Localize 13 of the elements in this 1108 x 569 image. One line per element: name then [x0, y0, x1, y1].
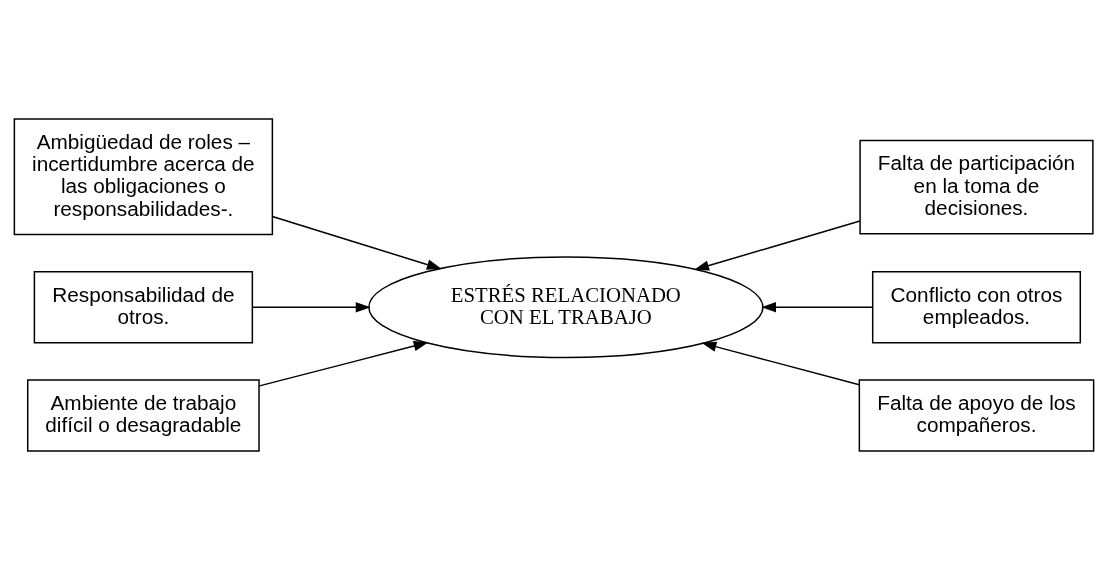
node-box: Responsabilidad de otros. — [33, 270, 254, 344]
arrow — [271, 215, 442, 270]
node-box: Conflicto con otros empleados. — [871, 270, 1081, 344]
node-box: Falta de apoyo de los compañeros. — [858, 378, 1095, 452]
node-box: Ambigüedad de roles – incertidumbre acerca de las obligaciones o responsabilidades-. — [13, 117, 274, 235]
arrow — [252, 301, 371, 312]
node-box: Ambiente de trabajo difícil o desagradable — [27, 378, 260, 452]
arrow — [694, 219, 861, 271]
node-box: Falta de participación en la toma de decisiones. — [859, 139, 1094, 235]
arrow — [701, 341, 860, 385]
node-ellipse: ESTRÉS RELACIONADO CON EL TRABAJO — [368, 255, 764, 358]
arrow — [258, 340, 429, 387]
arrow — [761, 301, 874, 312]
